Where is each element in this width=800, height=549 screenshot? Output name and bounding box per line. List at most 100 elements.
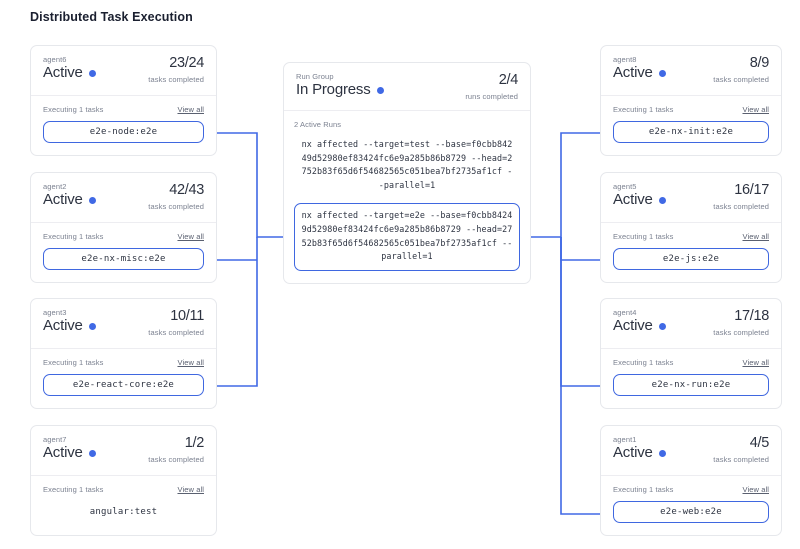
agent-status-label: Active bbox=[43, 191, 83, 208]
agent-status-label: Active bbox=[43, 444, 83, 461]
run-count-value: 2/4 bbox=[498, 72, 519, 88]
view-all-link[interactable]: View all bbox=[177, 358, 204, 367]
agent-card-header: agent3 Active 10/11 tasks completed bbox=[31, 299, 216, 349]
status-dot-icon bbox=[88, 196, 96, 204]
status-dot-icon bbox=[88, 449, 96, 457]
run-command-active[interactable]: nx affected --target=e2e --base=f0cbb842… bbox=[294, 203, 520, 271]
executing-label: Executing 1 tasks bbox=[613, 485, 674, 494]
status-dot-icon bbox=[88, 69, 96, 77]
agent-status: Active bbox=[43, 317, 204, 335]
agent-status-label: Active bbox=[613, 317, 653, 334]
view-all-link[interactable]: View all bbox=[742, 358, 769, 367]
task-count-label: tasks completed bbox=[148, 328, 204, 338]
agent-card-header: agent6 Active 23/24 tasks completed bbox=[31, 46, 216, 96]
agent-task-count: 8/9 tasks completed bbox=[713, 55, 769, 84]
task-count-value: 16/17 bbox=[734, 182, 769, 198]
agent-name: agent1 bbox=[613, 435, 637, 444]
agent-card-body: Executing 1 tasks View all e2e-nx-misc:e… bbox=[31, 223, 216, 282]
task-count-label: tasks completed bbox=[713, 328, 769, 338]
agent-card-header: agent8 Active 8/9 tasks completed bbox=[601, 46, 781, 96]
agent-card-agent7[interactable]: agent7 Active 1/2 tasks completed Execut… bbox=[30, 425, 217, 536]
status-dot-icon bbox=[658, 449, 666, 457]
task-pill[interactable]: e2e-nx-misc:e2e bbox=[43, 248, 204, 270]
agent-card-body: Executing 1 tasks View all e2e-node:e2e bbox=[31, 96, 216, 155]
task-count-value: 23/24 bbox=[169, 55, 204, 71]
connector-left-agent3 bbox=[210, 237, 258, 387]
executing-label: Executing 1 tasks bbox=[613, 232, 674, 241]
agent-status: Active bbox=[613, 317, 769, 335]
agent-executing-row: Executing 1 tasks View all bbox=[43, 105, 204, 114]
agent-task-count: 42/43 tasks completed bbox=[148, 182, 204, 211]
task-count-value: 8/9 bbox=[749, 55, 770, 71]
agent-status: Active bbox=[43, 444, 204, 462]
agent-status-label: Active bbox=[613, 191, 653, 208]
view-all-link[interactable]: View all bbox=[742, 232, 769, 241]
task-count-label: tasks completed bbox=[713, 75, 769, 85]
agent-task-count: 10/11 tasks completed bbox=[148, 308, 204, 337]
task-pill[interactable]: e2e-react-core:e2e bbox=[43, 374, 204, 396]
run-group-header: Run Group In Progress 2/4 runs completed bbox=[284, 63, 530, 111]
agent-name: agent5 bbox=[613, 182, 637, 191]
agent-task-count: 4/5 tasks completed bbox=[713, 435, 769, 464]
view-all-link[interactable]: View all bbox=[177, 485, 204, 494]
run-group-body: 2 Active Runs nx affected --target=test … bbox=[284, 111, 530, 283]
agent-status-label: Active bbox=[43, 64, 83, 81]
status-dot-icon bbox=[658, 69, 666, 77]
run-group-status-label: In Progress bbox=[296, 81, 371, 98]
task-count-value: 4/5 bbox=[749, 435, 770, 451]
agent-card-agent3[interactable]: agent3 Active 10/11 tasks completed Exec… bbox=[30, 298, 217, 409]
executing-label: Executing 1 tasks bbox=[43, 485, 104, 494]
task-count-value: 1/2 bbox=[184, 435, 205, 451]
view-all-link[interactable]: View all bbox=[177, 232, 204, 241]
agent-card-agent6[interactable]: agent6 Active 23/24 tasks completed Exec… bbox=[30, 45, 217, 156]
agent-executing-row: Executing 1 tasks View all bbox=[613, 105, 769, 114]
agent-card-header: agent4 Active 17/18 tasks completed bbox=[601, 299, 781, 349]
agent-card-body: Executing 1 tasks View all e2e-web:e2e bbox=[601, 476, 781, 535]
run-group-status: In Progress bbox=[296, 81, 518, 99]
agent-status-label: Active bbox=[43, 317, 83, 334]
task-count-value: 17/18 bbox=[734, 308, 769, 324]
agent-task-count: 17/18 tasks completed bbox=[713, 308, 769, 337]
agent-status: Active bbox=[613, 64, 769, 82]
task-pill[interactable]: angular:test bbox=[43, 501, 204, 523]
view-all-link[interactable]: View all bbox=[742, 105, 769, 114]
agent-card-agent1[interactable]: agent1 Active 4/5 tasks completed Execut… bbox=[600, 425, 782, 536]
page-title: Distributed Task Execution bbox=[30, 10, 193, 24]
task-pill[interactable]: e2e-web:e2e bbox=[613, 501, 769, 523]
agent-status: Active bbox=[613, 444, 769, 462]
task-pill[interactable]: e2e-js:e2e bbox=[613, 248, 769, 270]
task-pill[interactable]: e2e-node:e2e bbox=[43, 121, 204, 143]
agent-task-count: 1/2 tasks completed bbox=[148, 435, 204, 464]
agent-card-header: agent5 Active 16/17 tasks completed bbox=[601, 173, 781, 223]
executing-label: Executing 1 tasks bbox=[43, 232, 104, 241]
agent-executing-row: Executing 1 tasks View all bbox=[613, 358, 769, 367]
view-all-link[interactable]: View all bbox=[177, 105, 204, 114]
agent-name: agent8 bbox=[613, 55, 637, 64]
executing-label: Executing 1 tasks bbox=[613, 105, 674, 114]
agent-executing-row: Executing 1 tasks View all bbox=[613, 485, 769, 494]
executing-label: Executing 1 tasks bbox=[43, 105, 104, 114]
connector-right-agent8 bbox=[531, 132, 607, 238]
run-group-card[interactable]: Run Group In Progress 2/4 runs completed… bbox=[283, 62, 531, 284]
task-count-label: tasks completed bbox=[148, 455, 204, 465]
agent-name: agent7 bbox=[43, 435, 67, 444]
agent-task-count: 16/17 tasks completed bbox=[713, 182, 769, 211]
agent-name: agent4 bbox=[613, 308, 637, 317]
agent-card-agent8[interactable]: agent8 Active 8/9 tasks completed Execut… bbox=[600, 45, 782, 156]
task-pill[interactable]: e2e-nx-init:e2e bbox=[613, 121, 769, 143]
agent-card-agent5[interactable]: agent5 Active 16/17 tasks completed Exec… bbox=[600, 172, 782, 283]
task-count-value: 10/11 bbox=[170, 308, 204, 324]
run-command[interactable]: nx affected --target=test --base=f0cbb84… bbox=[301, 139, 513, 190]
view-all-link[interactable]: View all bbox=[742, 485, 769, 494]
task-count-label: tasks completed bbox=[148, 75, 204, 85]
run-group-kicker: Run Group bbox=[296, 72, 334, 81]
agent-card-agent2[interactable]: agent2 Active 42/43 tasks completed Exec… bbox=[30, 172, 217, 283]
status-dot-icon bbox=[658, 196, 666, 204]
agent-name: agent3 bbox=[43, 308, 67, 317]
agent-status: Active bbox=[613, 191, 769, 209]
agent-card-body: Executing 1 tasks View all e2e-react-cor… bbox=[31, 349, 216, 408]
task-count-value: 42/43 bbox=[169, 182, 204, 198]
executing-label: Executing 1 tasks bbox=[43, 358, 104, 367]
task-pill[interactable]: e2e-nx-run:e2e bbox=[613, 374, 769, 396]
agent-card-agent4[interactable]: agent4 Active 17/18 tasks completed Exec… bbox=[600, 298, 782, 409]
